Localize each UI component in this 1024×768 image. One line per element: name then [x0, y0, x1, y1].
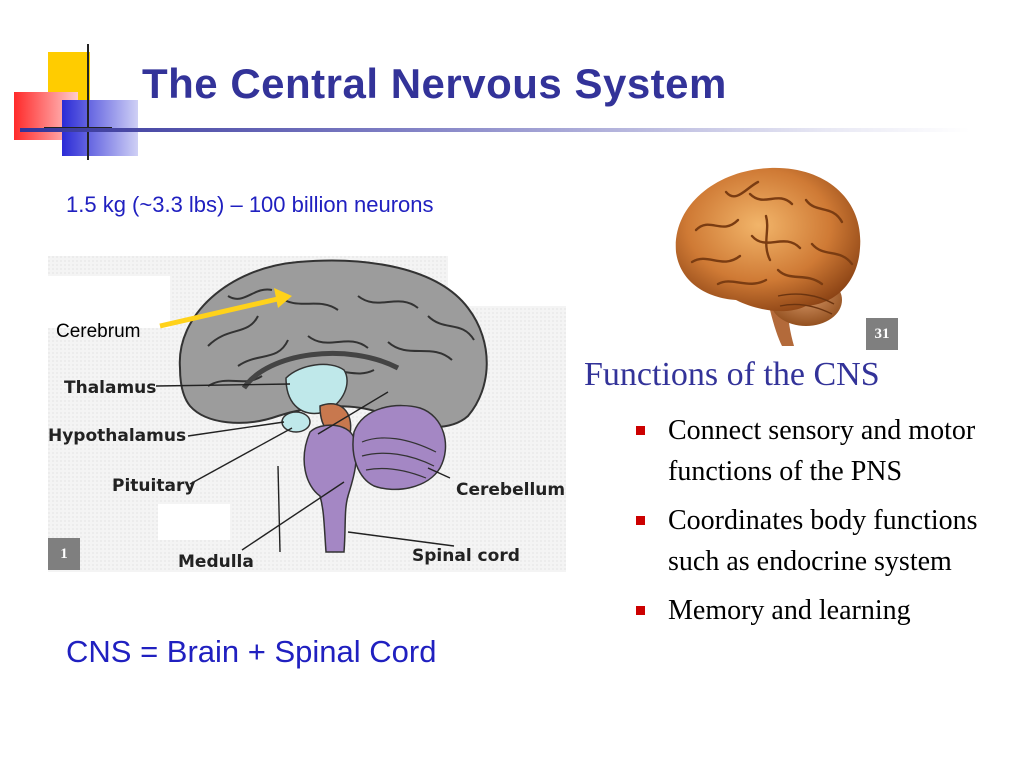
photo-figure-badge: 31	[866, 318, 898, 350]
brain-diagram-illustration	[48, 256, 566, 572]
brain-photo-illustration	[675, 167, 861, 346]
bullet-icon	[636, 426, 645, 435]
label-thalamus: Thalamus	[64, 378, 157, 398]
list-item: Memory and learning	[636, 590, 996, 631]
brain-photo: 31	[666, 160, 898, 350]
label-cerebellum: Cerebellum	[456, 480, 566, 500]
bullet-icon	[636, 606, 645, 615]
function-text: Memory and learning	[668, 595, 911, 626]
brain-stats: 1.5 kg (~3.3 lbs) – 100 billion neurons	[66, 192, 434, 217]
bullet-icon	[636, 516, 645, 525]
title-underline	[20, 128, 970, 132]
function-text: Connect sensory and motor functions of t…	[668, 415, 976, 487]
functions-heading: Functions of the CNS	[584, 356, 880, 393]
label-medulla: Medulla	[178, 552, 254, 572]
slide-logo	[14, 44, 138, 160]
label-cerebrum: Cerebrum	[56, 321, 141, 342]
list-item: Connect sensory and motor functions of t…	[636, 410, 996, 492]
list-item: Coordinates body functions such as endoc…	[636, 500, 996, 582]
label-spinal-cord: Spinal cord	[412, 546, 520, 566]
function-text: Coordinates body functions such as endoc…	[668, 505, 978, 577]
slide-title: The Central Nervous System	[142, 60, 727, 107]
brain-diagram: Cerebrum Thalamus Hypothalamus Pituitary…	[48, 256, 568, 572]
label-pituitary: Pituitary	[112, 476, 196, 496]
diagram-figure-badge: 1	[48, 538, 80, 570]
functions-list: Connect sensory and motor functions of t…	[636, 410, 996, 639]
label-hypothalamus: Hypothalamus	[48, 426, 187, 446]
cns-formula: CNS = Brain + Spinal Cord	[66, 634, 437, 669]
